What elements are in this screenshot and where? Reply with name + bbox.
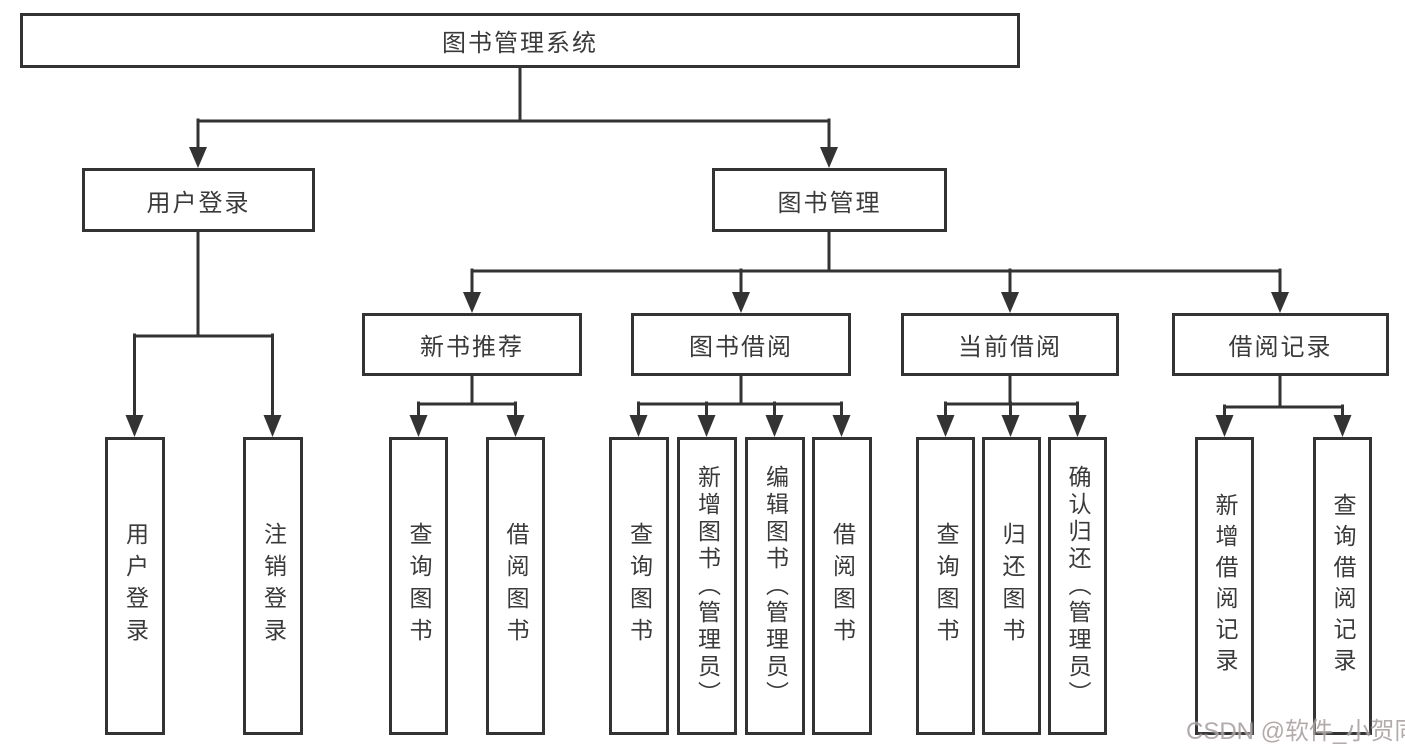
arrowhead — [1001, 292, 1019, 313]
arrowhead — [125, 415, 144, 437]
node-label: 新增借阅记录 — [1212, 493, 1238, 679]
node-library-system: 图书管理系统 — [20, 13, 1020, 68]
node-label: 查询图书 — [626, 522, 653, 650]
node-label: 当前借阅 — [958, 334, 1062, 361]
leaf-query-books-current: 查询图书 — [916, 437, 975, 735]
connector-root-to-level2 — [196, 66, 831, 154]
connector-bookmgmt-to-level3 — [470, 230, 1282, 300]
arrowhead — [1215, 415, 1234, 437]
node-borrow-records: 借阅记录 — [1172, 313, 1389, 376]
node-label: 注销登录 — [260, 522, 287, 650]
leaf-confirm-return-admin: 确认归还（管理员） — [1048, 437, 1107, 735]
leaf-query-borrow-record: 查询借阅记录 — [1313, 437, 1372, 735]
arrowhead — [1271, 292, 1289, 313]
node-label: 图书借阅 — [689, 334, 793, 361]
leaf-return-book: 归还图书 — [982, 437, 1041, 735]
leaf-user-login: 用户登录 — [105, 437, 165, 735]
arrowhead — [732, 292, 750, 313]
leaf-edit-book-admin: 编辑图书（管理员） — [745, 437, 805, 735]
node-current-borrow: 当前借阅 — [901, 313, 1119, 376]
leaf-add-book-admin: 新增图书（管理员） — [677, 437, 737, 735]
connector-userlogin-to-children — [133, 230, 274, 424]
node-label: 用户登录 — [122, 522, 149, 650]
node-label: 图书管理系统 — [442, 30, 598, 57]
leaf-borrow-books-recommend: 借阅图书 — [486, 437, 545, 735]
node-label: 新增图书（管理员） — [694, 464, 721, 708]
node-book-management-branch: 图书管理 — [712, 168, 947, 232]
arrowhead — [1333, 415, 1352, 437]
node-label: 用户登录 — [146, 189, 251, 217]
arrowhead — [1068, 415, 1087, 437]
node-label: 借阅记录 — [1228, 334, 1333, 361]
node-label: 查询图书 — [933, 522, 959, 650]
connector-borrowrecord-to-children — [1223, 375, 1344, 424]
arrowhead — [936, 415, 955, 437]
node-user-login-branch: 用户登录 — [82, 168, 315, 232]
csdn-watermark: CSDN @软件_小贺同学 — [1186, 718, 1405, 745]
arrowhead — [463, 292, 481, 313]
connector-currentborrow-to-children — [944, 375, 1079, 424]
node-label: 新书推荐 — [420, 334, 524, 361]
node-label: 借阅图书 — [829, 522, 856, 650]
arrowhead — [697, 415, 716, 437]
node-label: 归还图书 — [999, 522, 1025, 650]
node-label: 查询借阅记录 — [1330, 493, 1356, 679]
leaf-borrow-books: 借阅图书 — [812, 437, 872, 735]
node-new-book-recommend: 新书推荐 — [362, 313, 582, 376]
arrowhead — [1001, 415, 1020, 437]
connector-bookborrow-to-children — [637, 374, 843, 424]
node-label: 确认归还（管理员） — [1065, 464, 1091, 708]
leaf-logout: 注销登录 — [243, 437, 303, 735]
node-label: 查询图书 — [406, 522, 432, 650]
arrowhead — [765, 415, 784, 437]
arrowheads — [125, 147, 1352, 437]
arrowhead — [506, 415, 525, 437]
node-label: 借阅图书 — [503, 522, 529, 650]
arrowhead — [409, 415, 428, 437]
leaf-query-books-recommend: 查询图书 — [389, 437, 448, 735]
arrowhead — [820, 147, 838, 168]
arrowhead — [832, 415, 851, 437]
node-label: 图书管理 — [777, 189, 882, 217]
arrowhead — [189, 147, 207, 168]
node-book-borrow: 图书借阅 — [631, 313, 851, 376]
node-label: 编辑图书（管理员） — [762, 464, 789, 708]
leaf-query-books-borrow: 查询图书 — [609, 437, 669, 735]
connector-newbook-to-children — [417, 374, 517, 424]
arrowhead — [263, 415, 282, 437]
leaf-add-borrow-record: 新增借阅记录 — [1195, 437, 1254, 735]
arrowhead — [629, 415, 648, 437]
